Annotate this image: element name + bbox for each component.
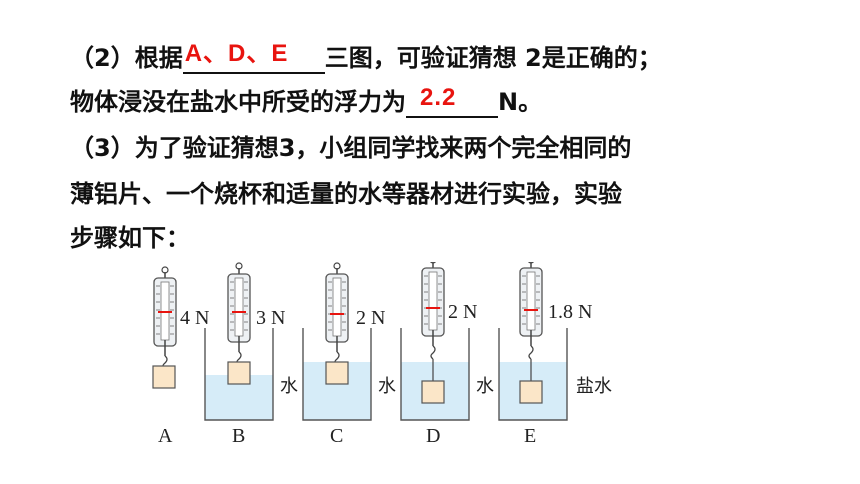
liquid-label-c: 水	[378, 376, 396, 396]
beaker-b	[204, 328, 274, 421]
beaker-d	[400, 328, 470, 421]
spring-scale-b	[227, 262, 251, 366]
panel-e: 1.8 N 盐水 E	[498, 262, 612, 447]
liquid-label-e: 盐水	[576, 376, 612, 396]
question-3-line-3: 步骤如下：	[70, 224, 190, 252]
label-c: C	[330, 425, 343, 447]
beaker-e	[498, 328, 568, 421]
answer-blank-buoyancy: 2.2	[406, 84, 498, 118]
label-b: B	[232, 425, 245, 447]
block-d	[421, 380, 445, 404]
spring-scale-d	[421, 262, 445, 360]
block-e	[519, 380, 543, 404]
reading-d: 2 N	[448, 301, 477, 323]
block-b	[227, 361, 251, 385]
reading-e: 1.8 N	[548, 301, 592, 323]
panel-b: 3 N 水 B	[204, 262, 298, 447]
panel-d: 2 N 水 D	[400, 262, 494, 447]
liquid-label-b: 水	[280, 376, 298, 396]
block-c	[325, 361, 349, 385]
panel-c: 2 N 水 C	[302, 262, 396, 447]
label-e: E	[524, 425, 536, 447]
label-a: A	[158, 425, 173, 447]
question-3-line-1: （3）为了验证猜想3，小组同学找来两个完全相同的	[70, 134, 632, 162]
answer-figures: A、D、E	[184, 40, 289, 67]
q2-suffix: 三图，可验证猜想 2是正确的；	[324, 44, 662, 72]
answer-blank-figures: A、D、E	[182, 40, 325, 74]
question-3-line-2: 薄铝片、一个烧杯和适量的水等器材进行实验，实验	[70, 180, 622, 208]
reading-a: 4 N	[180, 307, 209, 329]
panel-a: 4 N A	[152, 266, 209, 447]
question-2-line-2: 物体浸没在盐水中所受的浮力为 2.2 N。	[70, 84, 543, 118]
liquid-label-d: 水	[476, 376, 494, 396]
label-d: D	[426, 425, 440, 447]
answer-buoyancy: 2.2	[420, 84, 457, 111]
block-a	[152, 365, 176, 389]
buoyancy-prefix: 物体浸没在盐水中所受的浮力为	[70, 88, 406, 116]
buoyancy-suffix: N。	[498, 88, 543, 116]
reading-c: 2 N	[356, 307, 385, 329]
reading-b: 3 N	[256, 307, 285, 329]
experiment-figure: 4 N A 3 N 水 B 2 N 水 C 2 N 水 D	[152, 262, 612, 447]
spring-scale-a	[153, 266, 177, 370]
q2-prefix: （2）根据	[70, 44, 183, 72]
beaker-c	[302, 328, 372, 421]
